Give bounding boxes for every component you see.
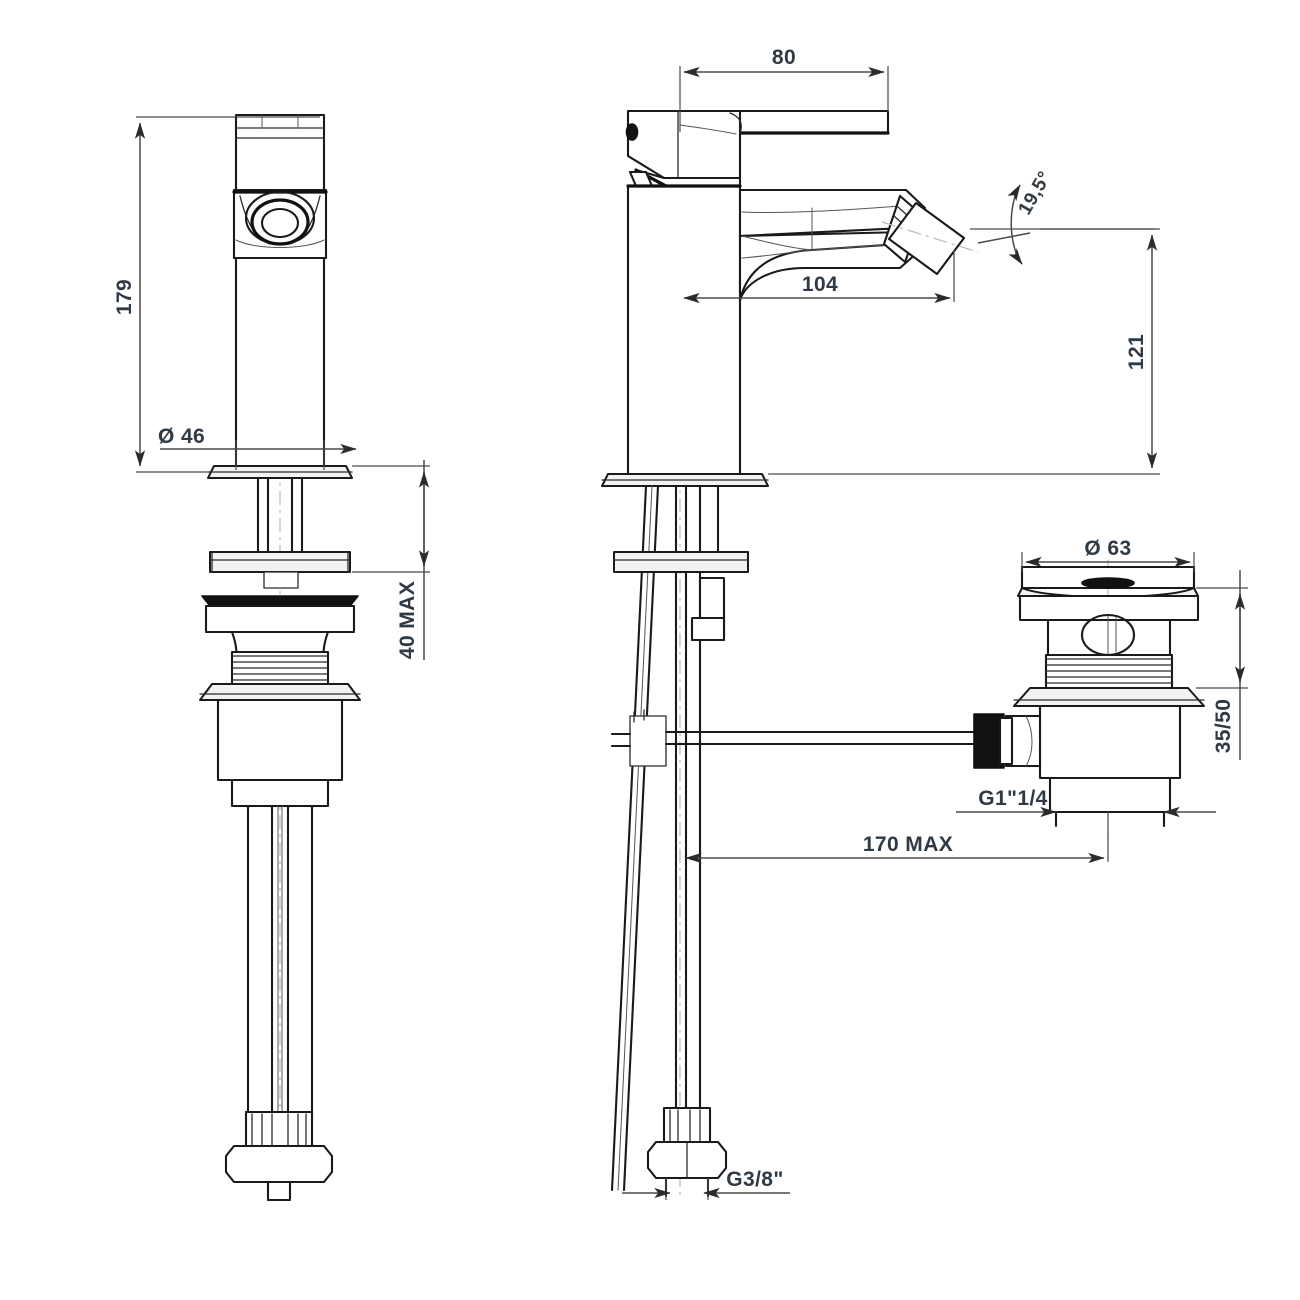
right-body-column [626, 184, 742, 476]
left-lever-base-curve [235, 239, 325, 248]
dim-supply-thread: G3/8" [622, 1168, 790, 1200]
left-mounting-washer [209, 551, 351, 573]
drain-upper-ring [1018, 594, 1200, 622]
dim-drain-thickness: 35/50 [1196, 570, 1248, 760]
left-drain-thread-lines [231, 655, 329, 681]
left-handle-block [234, 113, 326, 192]
dim-max-thickness-label: 40 MAX [396, 581, 419, 659]
angle-arc [1007, 184, 1023, 265]
right-handle-hub [626, 109, 742, 180]
drain-ferrule-ring [998, 716, 1014, 766]
dim-drain-thread-label: G1"1/4 [978, 787, 1048, 810]
dim-handle-reach: 80 [679, 46, 889, 132]
dim-total-height: 179 [113, 116, 320, 473]
drain-tail [1048, 776, 1172, 814]
drain-rod-inlet [973, 713, 1042, 769]
left-supply-hex-nut [224, 1144, 334, 1184]
left-outlet-ring [250, 198, 310, 246]
dim-handle-reach-label: 80 [772, 46, 796, 69]
drain-cap-slot [1081, 577, 1135, 589]
left-drain-lower-flange [199, 683, 361, 701]
right-aerator-tip [887, 201, 966, 276]
right-supply-thread [662, 1106, 712, 1144]
left-body-column [234, 256, 326, 468]
drain-barrel [1038, 704, 1182, 780]
left-supply-thread-lines [251, 1113, 307, 1147]
right-rod-2 [622, 484, 660, 1192]
left-lock-nut [263, 571, 299, 589]
drain-lower-flange [1013, 687, 1205, 707]
dim-rod-max: 170 MAX [685, 812, 1109, 864]
left-drain-thread-band [230, 650, 330, 688]
right-clevis-nut [690, 616, 726, 642]
dim-max-thickness: 40 MAX [352, 460, 430, 660]
right-handle-pivot [625, 123, 639, 141]
dim-drain-thickness-label: 35/50 [1212, 699, 1235, 754]
dim-spout-reach: 104 [683, 250, 955, 304]
right-rod-1 [610, 484, 648, 1192]
dim-drain-flange-diameter: Ø 63 [1021, 537, 1195, 572]
left-drain-barrel [216, 698, 344, 782]
dim-drain-flange-diameter-label: Ø 63 [1084, 537, 1131, 560]
right-aerator [881, 194, 979, 276]
dim-drain-thread: G1"1/4 [956, 787, 1216, 818]
dim-rod-max-label: 170 MAX [863, 833, 953, 856]
dim-spout-height-label: 121 [1125, 334, 1148, 370]
right-supply-thread-lines [669, 1109, 701, 1143]
right-rod-pivot [610, 709, 667, 767]
dim-supply-thread-label: G3/8" [726, 1168, 783, 1191]
dim-body-diameter-label: Ø 46 [158, 425, 205, 448]
right-side-view [601, 109, 1002, 1200]
left-supply-outlet [266, 1180, 292, 1202]
drain-thread-lines [1045, 658, 1173, 684]
left-drain-plug-cap [201, 595, 359, 607]
dim-body-diameter: Ø 46 [158, 425, 357, 470]
drain-thread-band [1044, 653, 1174, 691]
drain-detail-view [973, 560, 1205, 860]
left-front-view [199, 113, 361, 1202]
left-drain-tail [230, 778, 330, 808]
dim-spout-reach-label: 104 [802, 273, 838, 296]
dim-spout-height: 121 [768, 228, 1160, 475]
dim-outlet-angle-label: 19,5° [1014, 168, 1055, 219]
dim-total-height-label: 179 [113, 279, 136, 315]
left-drain-flange-body [204, 604, 356, 634]
right-mounting-washer [613, 551, 749, 573]
left-supply-thread [244, 1110, 314, 1148]
dim-outlet-angle: 19,5° [970, 168, 1155, 265]
left-outlet-inner-ellipse [260, 207, 300, 239]
